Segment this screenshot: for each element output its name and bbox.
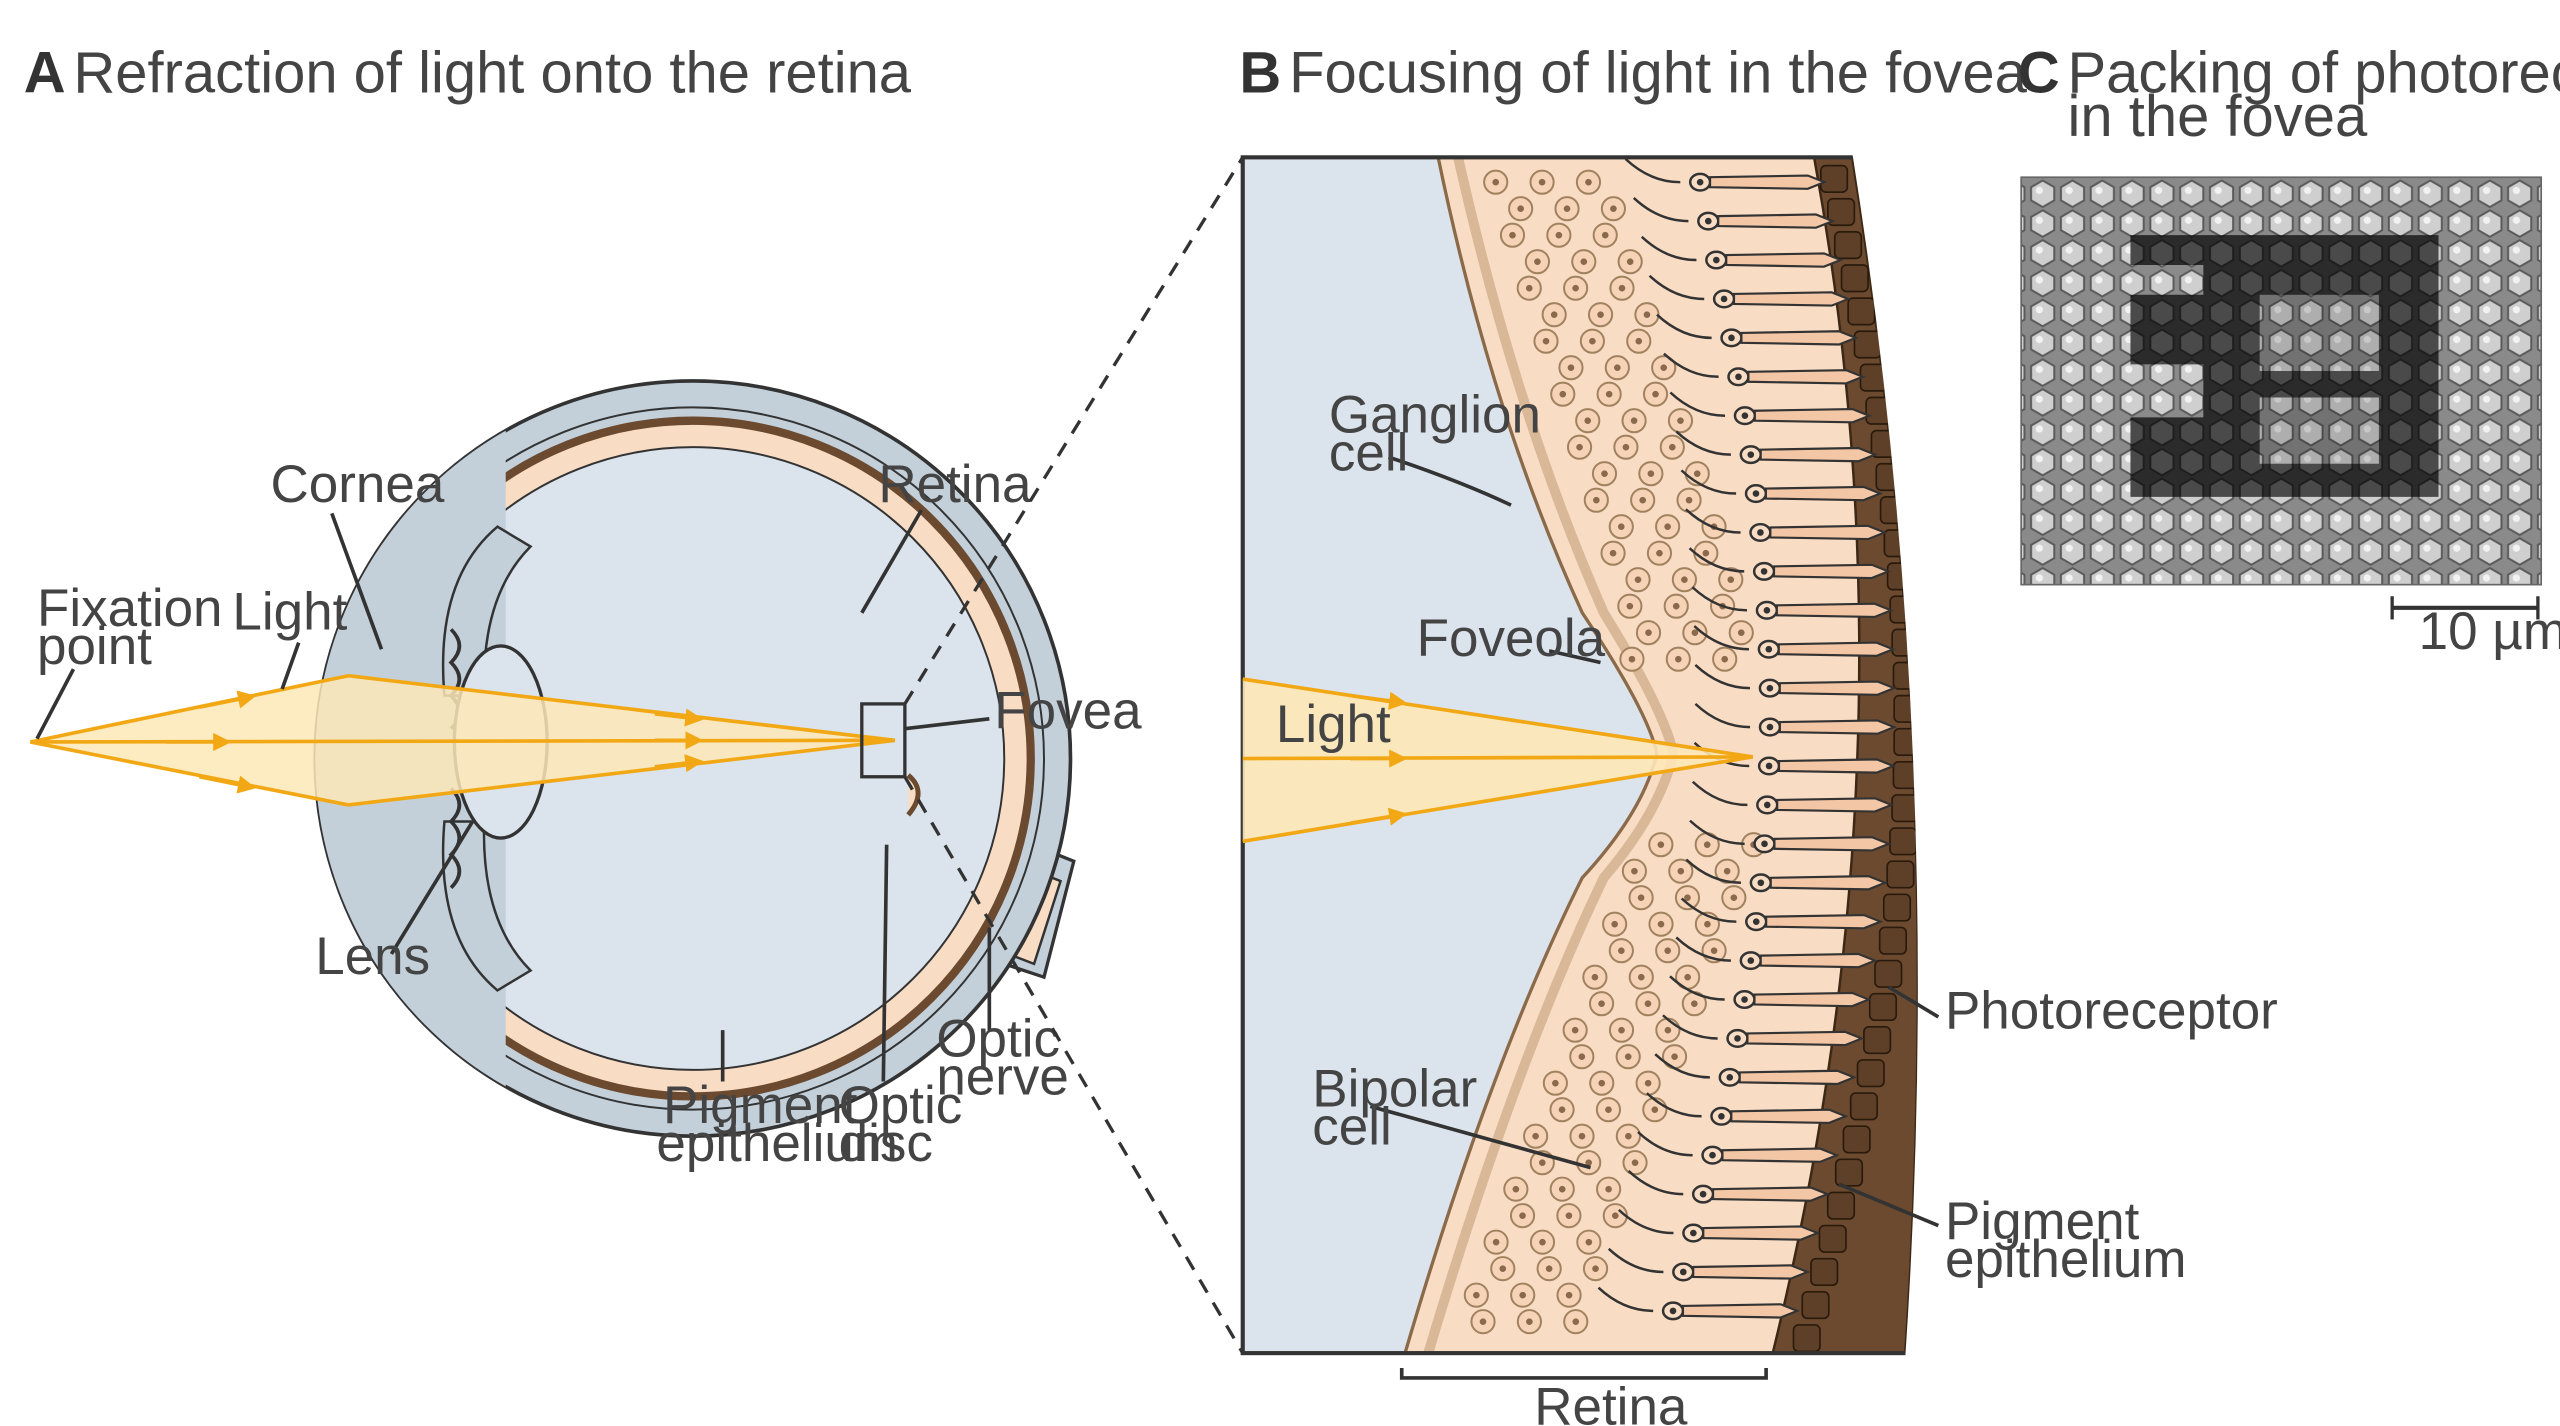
photoreceptor — [1693, 741, 1897, 776]
photoreceptor — [1617, 1208, 1821, 1243]
panel-c: C Packing of photoreceptors in the fovea… — [2018, 42, 2560, 661]
label-pigment-epithelium-b-2: epithelium — [1945, 1230, 2187, 1289]
label-pigment-epithelium-a: Pigment — [663, 1076, 858, 1135]
photoreceptor — [1675, 936, 1878, 971]
pigment-cell — [1826, 1191, 1856, 1220]
pigment-cell — [1853, 330, 1882, 359]
panel-b-letter: B — [1239, 42, 1281, 106]
photoreceptor — [1675, 430, 1878, 465]
label-optic-nerve-2: nerve — [936, 1048, 1069, 1107]
photoreceptor — [1680, 469, 1884, 504]
pigment-cell — [1840, 264, 1869, 293]
pigment-cell — [1810, 1257, 1839, 1287]
label-optic-disc: Optic — [839, 1076, 963, 1135]
label-retina-a: Retina — [878, 455, 1032, 514]
label-ganglion-cell-2: cell — [1329, 423, 1409, 482]
panel-c-title-2: in the fovea — [2068, 85, 2368, 149]
photoreceptor — [1640, 235, 1844, 270]
photoreceptor — [1685, 508, 1888, 542]
pigment-cell — [1863, 1026, 1892, 1055]
panel-c-title: Packing of photoreceptors — [2068, 42, 2560, 106]
panel-b: B Focusing of light in the fovea — [1239, 42, 2277, 1426]
panel-a: A Refraction of light onto the retina — [24, 42, 1142, 1173]
light-beam-b — [1242, 679, 1753, 842]
pigment-cell — [1792, 1324, 1821, 1353]
panel-a-title: Refraction of light onto the retina — [73, 42, 911, 106]
panel-b-title: Focusing of light in the fovea — [1289, 42, 2028, 106]
zoom-line-bottom — [903, 775, 1245, 1354]
photoreceptor — [1624, 158, 1828, 192]
pigment-cell — [1889, 827, 1918, 856]
photoreceptor — [1656, 313, 1859, 348]
photoreceptor — [1694, 664, 1897, 698]
pigment-cell — [1827, 197, 1856, 227]
photoreceptor — [1646, 1092, 1849, 1126]
label-pigment-epithelium-a-2: epithelium — [656, 1114, 898, 1173]
photoreceptor — [1637, 1131, 1840, 1165]
photoreceptor — [1689, 819, 1892, 854]
pigment-cell — [1868, 992, 1898, 1022]
photoreceptor — [1632, 197, 1836, 231]
label-light-b: Light — [1276, 695, 1391, 754]
label-optic-nerve: Optic — [936, 1010, 1060, 1069]
photoreceptor — [1688, 547, 1892, 581]
photoreceptor — [1669, 391, 1873, 426]
label-lens: Lens — [315, 927, 430, 986]
label-retina-b: Retina — [1534, 1377, 1688, 1426]
pigment-cell — [1886, 860, 1915, 889]
photoreceptor — [1662, 1014, 1865, 1048]
photoreceptor — [1607, 1247, 1811, 1282]
label-optic-disc-2: disc — [839, 1114, 933, 1173]
photoreceptor — [1693, 625, 1896, 659]
label-photoreceptor: Photoreceptor — [1945, 982, 2278, 1041]
label-fixation-point: Fixation — [37, 579, 223, 638]
fovea-box — [860, 702, 907, 779]
pigment-cell — [1849, 1092, 1879, 1121]
label-foveola: Foveola — [1417, 609, 1606, 668]
pigment-cell — [1833, 231, 1863, 260]
photoreceptor — [1685, 858, 1888, 893]
retinal-neurons — [1463, 169, 1767, 1335]
label-scale-bar: 10 µm — [2419, 602, 2560, 661]
photoreceptor — [1627, 1170, 1831, 1204]
label-bipolar-cell-2: cell — [1312, 1097, 1392, 1156]
photoreceptor-array — [1597, 158, 1898, 1321]
pigment-cell — [1818, 1224, 1847, 1253]
photoreceptor — [1669, 975, 1872, 1010]
photoreceptor — [1691, 780, 1895, 815]
label-bipolar-cell: Bipolar — [1312, 1059, 1477, 1118]
pigment-cell — [1834, 1158, 1864, 1187]
pigment-cell — [1820, 164, 1849, 193]
photoreceptor — [1663, 352, 1866, 387]
ciliary-body-bottom — [441, 820, 533, 992]
pigment-cell — [1856, 1059, 1885, 1088]
photoreceptor-micrograph — [2020, 176, 2543, 586]
label-fovea: Fovea — [994, 682, 1142, 741]
photoreceptor — [1648, 274, 1852, 309]
panel-a-letter: A — [24, 42, 66, 106]
pigment-cell — [1801, 1291, 1830, 1320]
label-cornea: Cornea — [271, 455, 445, 514]
photoreceptor — [1680, 897, 1884, 932]
photoreceptor — [1597, 1286, 1801, 1321]
pigment-cell — [1842, 1125, 1871, 1154]
label-ganglion-cell: Ganglion — [1329, 385, 1541, 444]
panel-c-letter: C — [2018, 42, 2060, 106]
pigment-cell — [1847, 297, 1876, 326]
pigment-cell — [1882, 893, 1912, 922]
label-light-a: Light — [232, 582, 347, 641]
label-pigment-epithelium-b: Pigment — [1945, 1192, 2140, 1251]
photoreceptor — [1694, 702, 1898, 737]
zoom-line-top — [903, 156, 1245, 705]
pigment-cell — [1874, 959, 1903, 988]
pigment-cell — [1878, 926, 1908, 955]
photoreceptor — [1691, 586, 1895, 620]
label-fixation-point-2: point — [37, 617, 152, 676]
photoreceptor — [1654, 1053, 1857, 1087]
pigment-cell — [1891, 794, 1920, 823]
